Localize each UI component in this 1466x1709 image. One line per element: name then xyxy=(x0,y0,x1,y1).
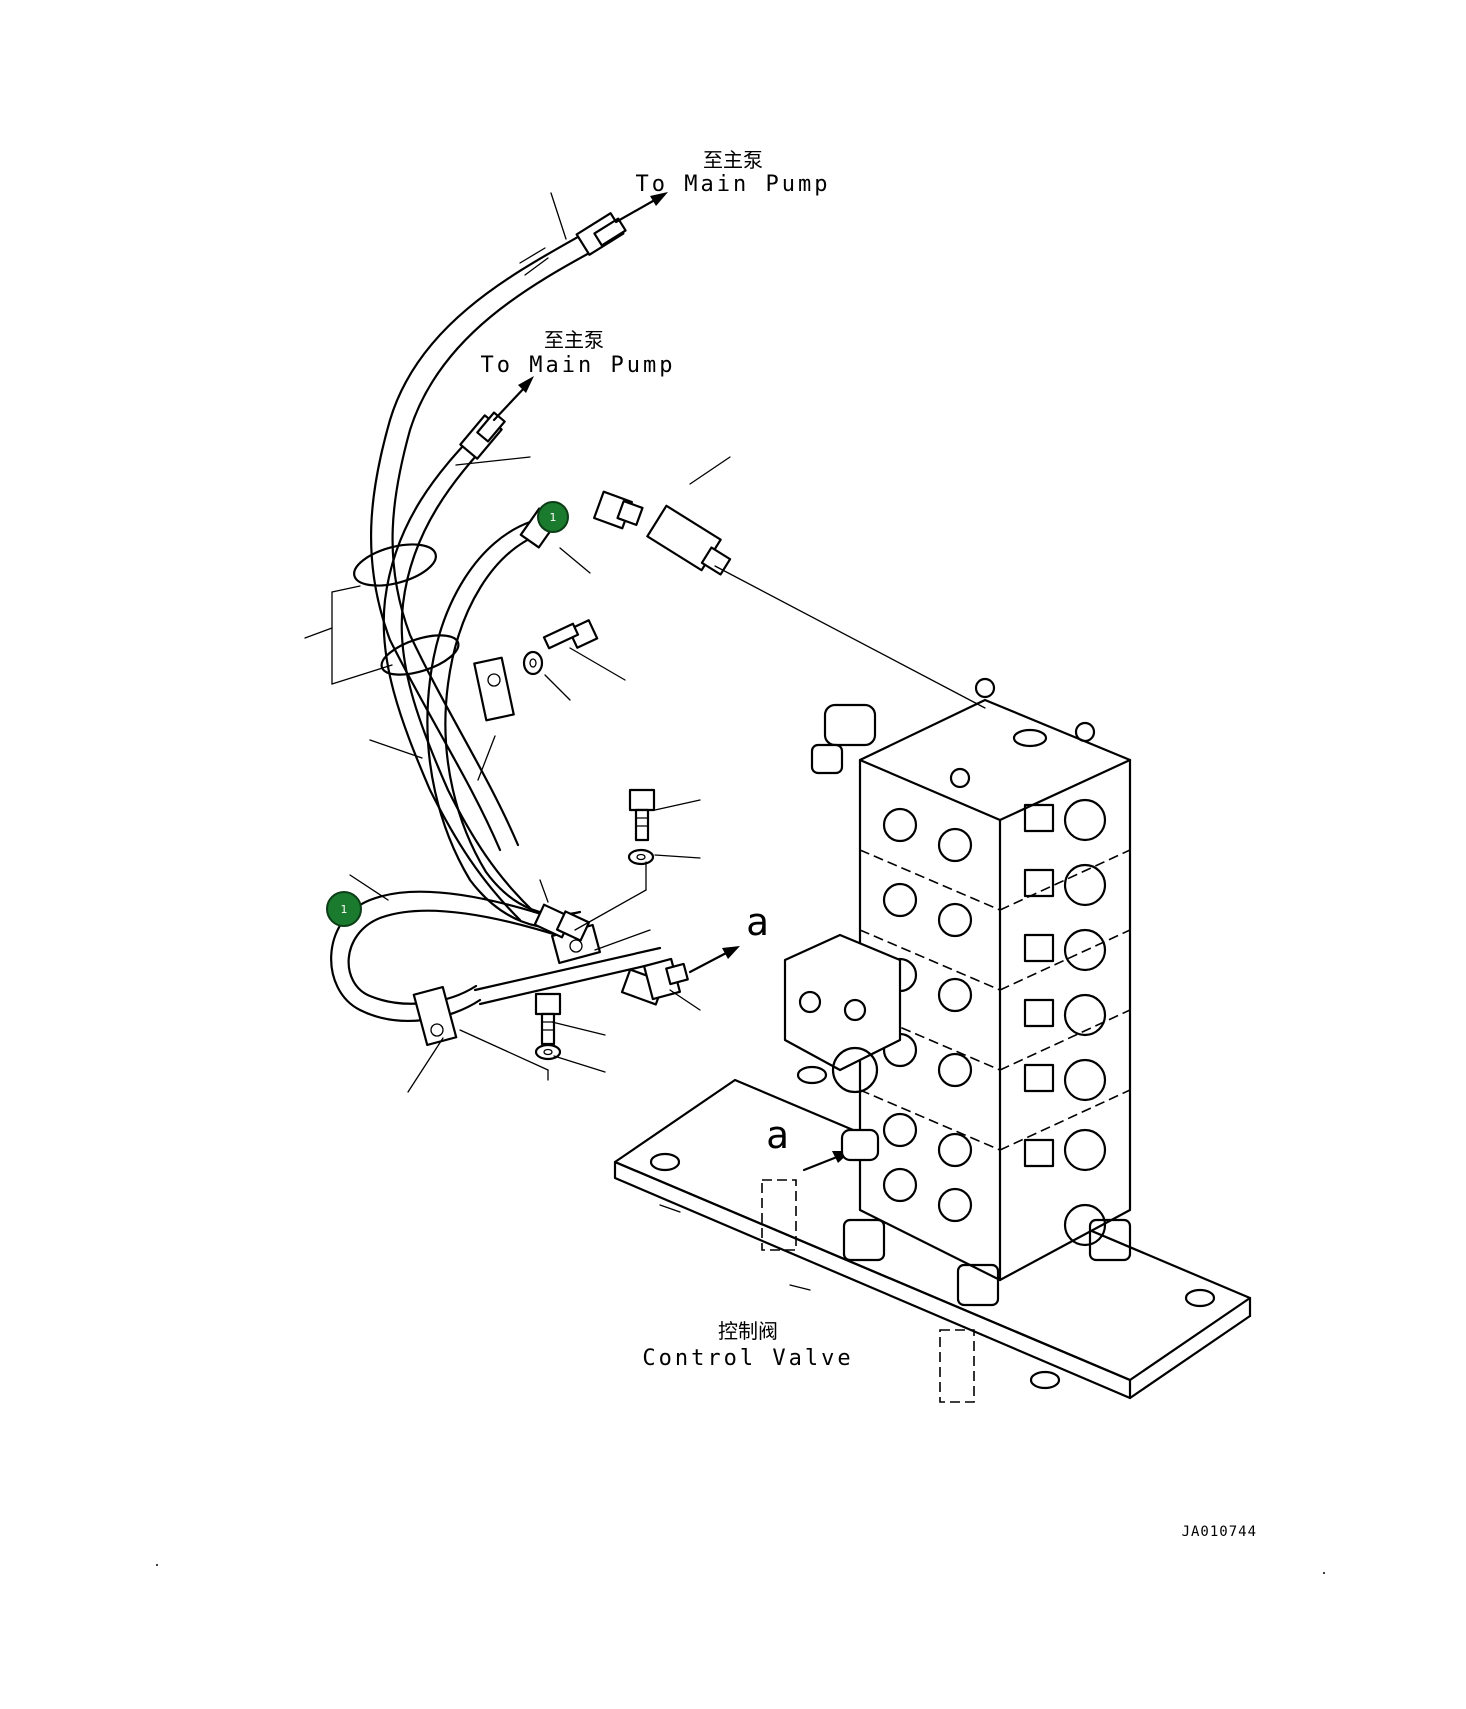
leader-line xyxy=(455,456,531,466)
bolt-mid xyxy=(628,788,656,842)
marker-1-top: 1 xyxy=(537,501,569,533)
pump-arrow-upper xyxy=(614,192,668,224)
hose-loop-middle xyxy=(426,507,582,930)
drawing-code: JA010744 xyxy=(1182,1524,1257,1540)
leader-line xyxy=(550,192,567,240)
marker-1-lower: 1 xyxy=(326,891,362,927)
adapter-fitting-top xyxy=(593,490,644,530)
washer-upper xyxy=(522,650,544,676)
elbow-fitting xyxy=(620,957,689,1006)
bolt-upper xyxy=(542,619,599,650)
hose-loop-lower xyxy=(330,890,664,1022)
clamp-bands-upper xyxy=(353,543,460,676)
clamp-bracket-middle xyxy=(473,656,515,722)
pump-label-upper-cn: 至主泵 xyxy=(703,148,763,172)
valve-label-en: Control Valve xyxy=(642,1346,853,1371)
pump-label-lower-cn: 至主泵 xyxy=(544,328,604,352)
washer-mid xyxy=(627,848,655,866)
corner-dot xyxy=(1323,1572,1325,1574)
marker-1-lower-label: 1 xyxy=(341,903,348,916)
control-valve-block xyxy=(613,677,1252,1403)
valve-label-cn: 控制阀 xyxy=(718,1319,778,1343)
hose-fittings-center xyxy=(533,879,591,942)
pump-label-lower-en: To Main Pump xyxy=(481,353,676,378)
leader-lines xyxy=(304,456,731,1093)
marker-1-top-label: 1 xyxy=(550,511,557,524)
hose-lower-to-pump xyxy=(382,411,536,922)
bolt-lower xyxy=(534,992,562,1046)
arrow-a-right-label: a xyxy=(746,900,769,944)
check-valve-cartridge xyxy=(646,504,732,576)
hose-upper-to-pump xyxy=(369,212,627,852)
corner-dot xyxy=(156,1564,158,1566)
pump-label-upper-en: To Main Pump xyxy=(636,172,831,197)
arrow-a-left-label: a xyxy=(766,1113,789,1157)
pump-arrow-lower xyxy=(492,376,534,422)
washer-lower xyxy=(534,1043,562,1061)
arrow-a-right xyxy=(688,946,740,974)
assembly-line xyxy=(714,565,986,709)
